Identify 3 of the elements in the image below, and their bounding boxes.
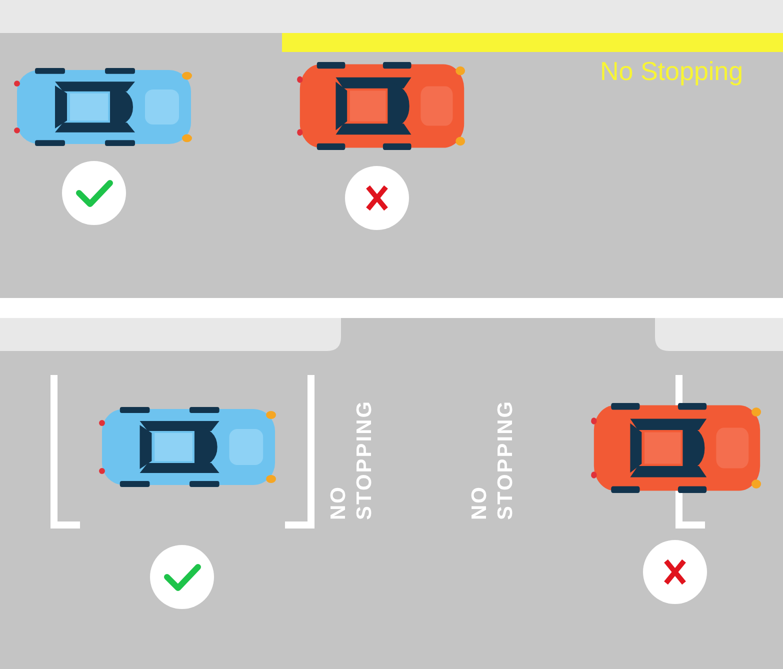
sign-text: NO STOPPING [467,398,518,520]
sign-text: No Stopping [600,56,744,87]
sign-text: NO STOPPING [326,398,377,520]
